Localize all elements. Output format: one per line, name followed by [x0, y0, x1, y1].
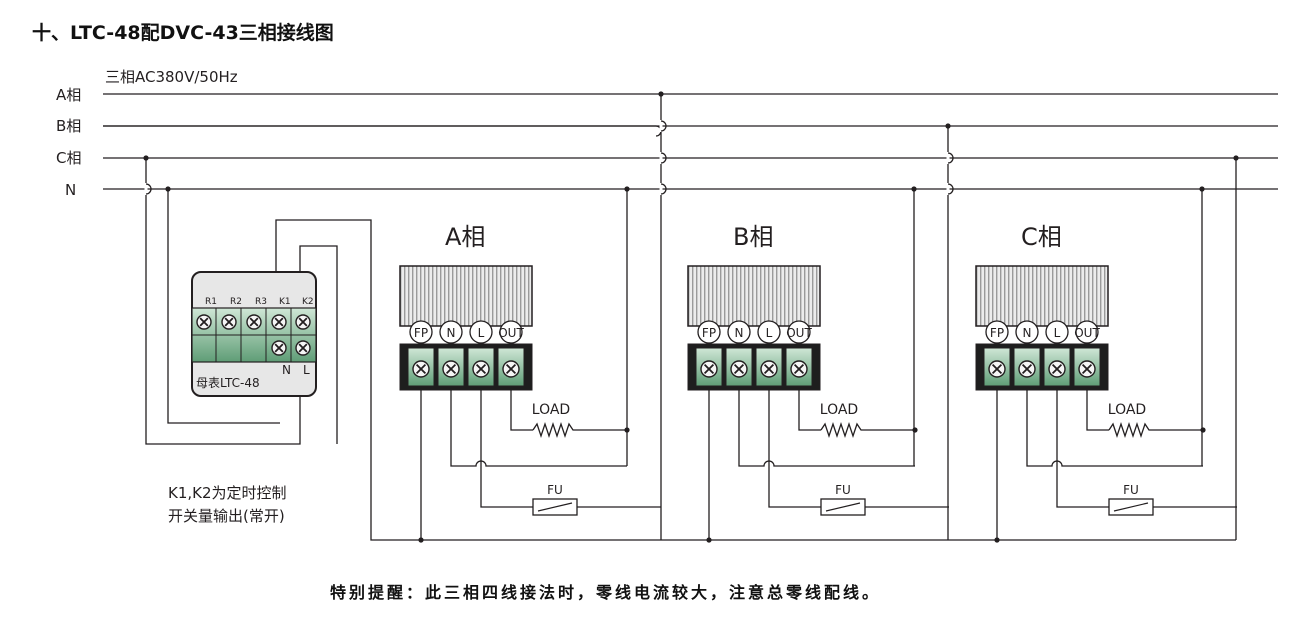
terminal-screw	[412, 360, 430, 378]
meter-terminal-r1: R1	[205, 297, 217, 307]
unit-label: B相	[733, 223, 773, 251]
meter-screw-lower-2	[295, 340, 311, 356]
phase-b-wire	[103, 126, 1278, 136]
load-label: LOAD	[532, 402, 570, 418]
terminal-bubble	[985, 320, 1009, 344]
load-label: LOAD	[1108, 402, 1146, 418]
meter-caption: 母表LTC-48	[196, 376, 260, 390]
terminal-label: N	[1023, 326, 1032, 340]
terminal-label: N	[735, 326, 744, 340]
terminal-bubble	[757, 320, 781, 344]
terminal-label: FP	[702, 326, 716, 340]
terminal-screw	[730, 360, 748, 378]
meter-label-l: L	[303, 363, 310, 377]
meter-label-n: N	[282, 363, 291, 377]
terminal-screw	[700, 360, 718, 378]
terminal-label: L	[1054, 326, 1061, 340]
terminal-screw	[502, 360, 520, 378]
terminal-label: L	[766, 326, 773, 340]
terminal-screw	[472, 360, 490, 378]
meter-terminal-k2: K2	[302, 297, 314, 307]
meter-terminal-k1: K1	[279, 297, 291, 307]
footer-note: 特别提醒：此三相四线接法时，零线电流较大，注意总零线配线。	[330, 583, 881, 602]
terminal-label: L	[478, 326, 485, 340]
meter-note-line1: K1,K2为定时控制	[168, 484, 287, 502]
terminal-screw	[442, 360, 460, 378]
meter-terminal-r2: R2	[230, 297, 242, 307]
meter-screws	[196, 314, 311, 356]
meter-screw-2	[221, 314, 237, 330]
unit-label: C相	[1021, 223, 1062, 251]
heatsink	[687, 265, 821, 327]
terminal-screw	[1078, 360, 1096, 378]
terminal-bubble	[499, 320, 523, 344]
meter-screw-5	[295, 314, 311, 330]
load-resistor	[532, 421, 627, 439]
terminal-bubble	[1075, 320, 1099, 344]
fuse-label: FU	[1123, 483, 1139, 497]
terminal-screw	[790, 360, 808, 378]
terminal-bubble	[409, 320, 433, 344]
terminal-bubble	[1045, 320, 1069, 344]
unit-1: A相 FP N L OUT FU LOAD	[399, 223, 661, 543]
supply-label: 三相AC380V/50Hz	[105, 68, 238, 86]
unit-label: A相	[445, 223, 485, 251]
terminal-label: OUT	[786, 326, 812, 340]
terminal-label: OUT	[498, 326, 524, 340]
unit-2: B相 FP N L OUT FU LOAD	[687, 223, 949, 543]
load-resistor	[1108, 421, 1203, 439]
meter-note-line2: 开关量输出(常开)	[168, 507, 285, 525]
line-c-label: C相	[56, 149, 81, 167]
terminal-screw	[1048, 360, 1066, 378]
terminal-label: FP	[990, 326, 1004, 340]
heatsink	[975, 265, 1109, 327]
meter-screw-4	[271, 314, 287, 330]
meter-screw-1	[196, 314, 212, 330]
terminal-label: N	[447, 326, 456, 340]
meter-terminal-r3: R3	[255, 297, 267, 307]
meter-ltc48: R1 R2 R3 K1 K2 N L 母表LTC-48	[191, 271, 317, 397]
load-resistor	[820, 421, 915, 439]
fuse-label: FU	[547, 483, 563, 497]
terminal-bubble	[439, 320, 463, 344]
meter-screw-3	[246, 314, 262, 330]
line-n-label: N	[65, 181, 76, 199]
terminal-label: OUT	[1074, 326, 1100, 340]
line-a-label: A相	[56, 86, 81, 104]
terminal-bubble	[469, 320, 493, 344]
meter-screw-lower-1	[271, 340, 287, 356]
line-b-label: B相	[56, 117, 81, 135]
terminal-screw	[1018, 360, 1036, 378]
fuse-label: FU	[835, 483, 851, 497]
terminal-screw	[760, 360, 778, 378]
terminal-label: FP	[414, 326, 428, 340]
terminal-bubble	[1015, 320, 1039, 344]
diagram-title: 十、LTC-48配DVC-43三相接线图	[32, 21, 334, 44]
heatsink	[399, 265, 533, 327]
terminal-screw	[988, 360, 1006, 378]
unit-3: C相 FP N L OUT FU LOAD	[975, 223, 1237, 543]
load-label: LOAD	[820, 402, 858, 418]
terminal-bubble	[787, 320, 811, 344]
terminal-bubble	[697, 320, 721, 344]
terminal-bubble	[727, 320, 751, 344]
